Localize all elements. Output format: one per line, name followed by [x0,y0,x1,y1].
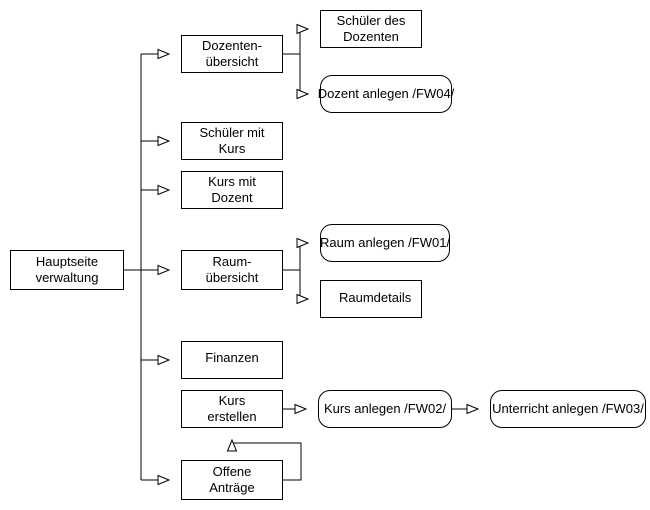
node-raum-anlegen-fw01[interactable]: Raum anlegen /FW01/ [320,224,450,262]
node-kurs-erstellen[interactable]: Kurs erstellen [181,390,283,428]
node-schueler-des-dozenten[interactable]: Schüler des Dozenten [320,10,422,48]
node-unterricht-anlegen-fw03[interactable]: Unterricht anlegen /FW03/ [490,390,646,428]
node-dozent-anlegen-fw04[interactable]: Dozent anlegen /FW04/ [318,75,454,113]
node-offene-antraege[interactable]: Offene Anträge [181,460,283,500]
node-dozentenuebersicht[interactable]: Dozenten- übersicht [181,35,283,73]
node-raumuebersicht[interactable]: Raum- übersicht [181,250,283,290]
node-finanzen[interactable]: Finanzen [181,341,283,379]
node-schueler-mit-kurs[interactable]: Schüler mit Kurs [181,122,283,160]
node-hauptseite-verwaltung[interactable]: Hauptseite verwaltung [10,250,124,290]
edge-offene-antraege-to-kurs-erstellen [232,440,302,481]
node-kurs-anlegen-fw02[interactable]: Kurs anlegen /FW02/ [318,390,452,428]
node-kurs-mit-dozent[interactable]: Kurs mit Dozent [181,171,283,209]
node-raumdetails[interactable]: Raumdetails [320,280,422,318]
